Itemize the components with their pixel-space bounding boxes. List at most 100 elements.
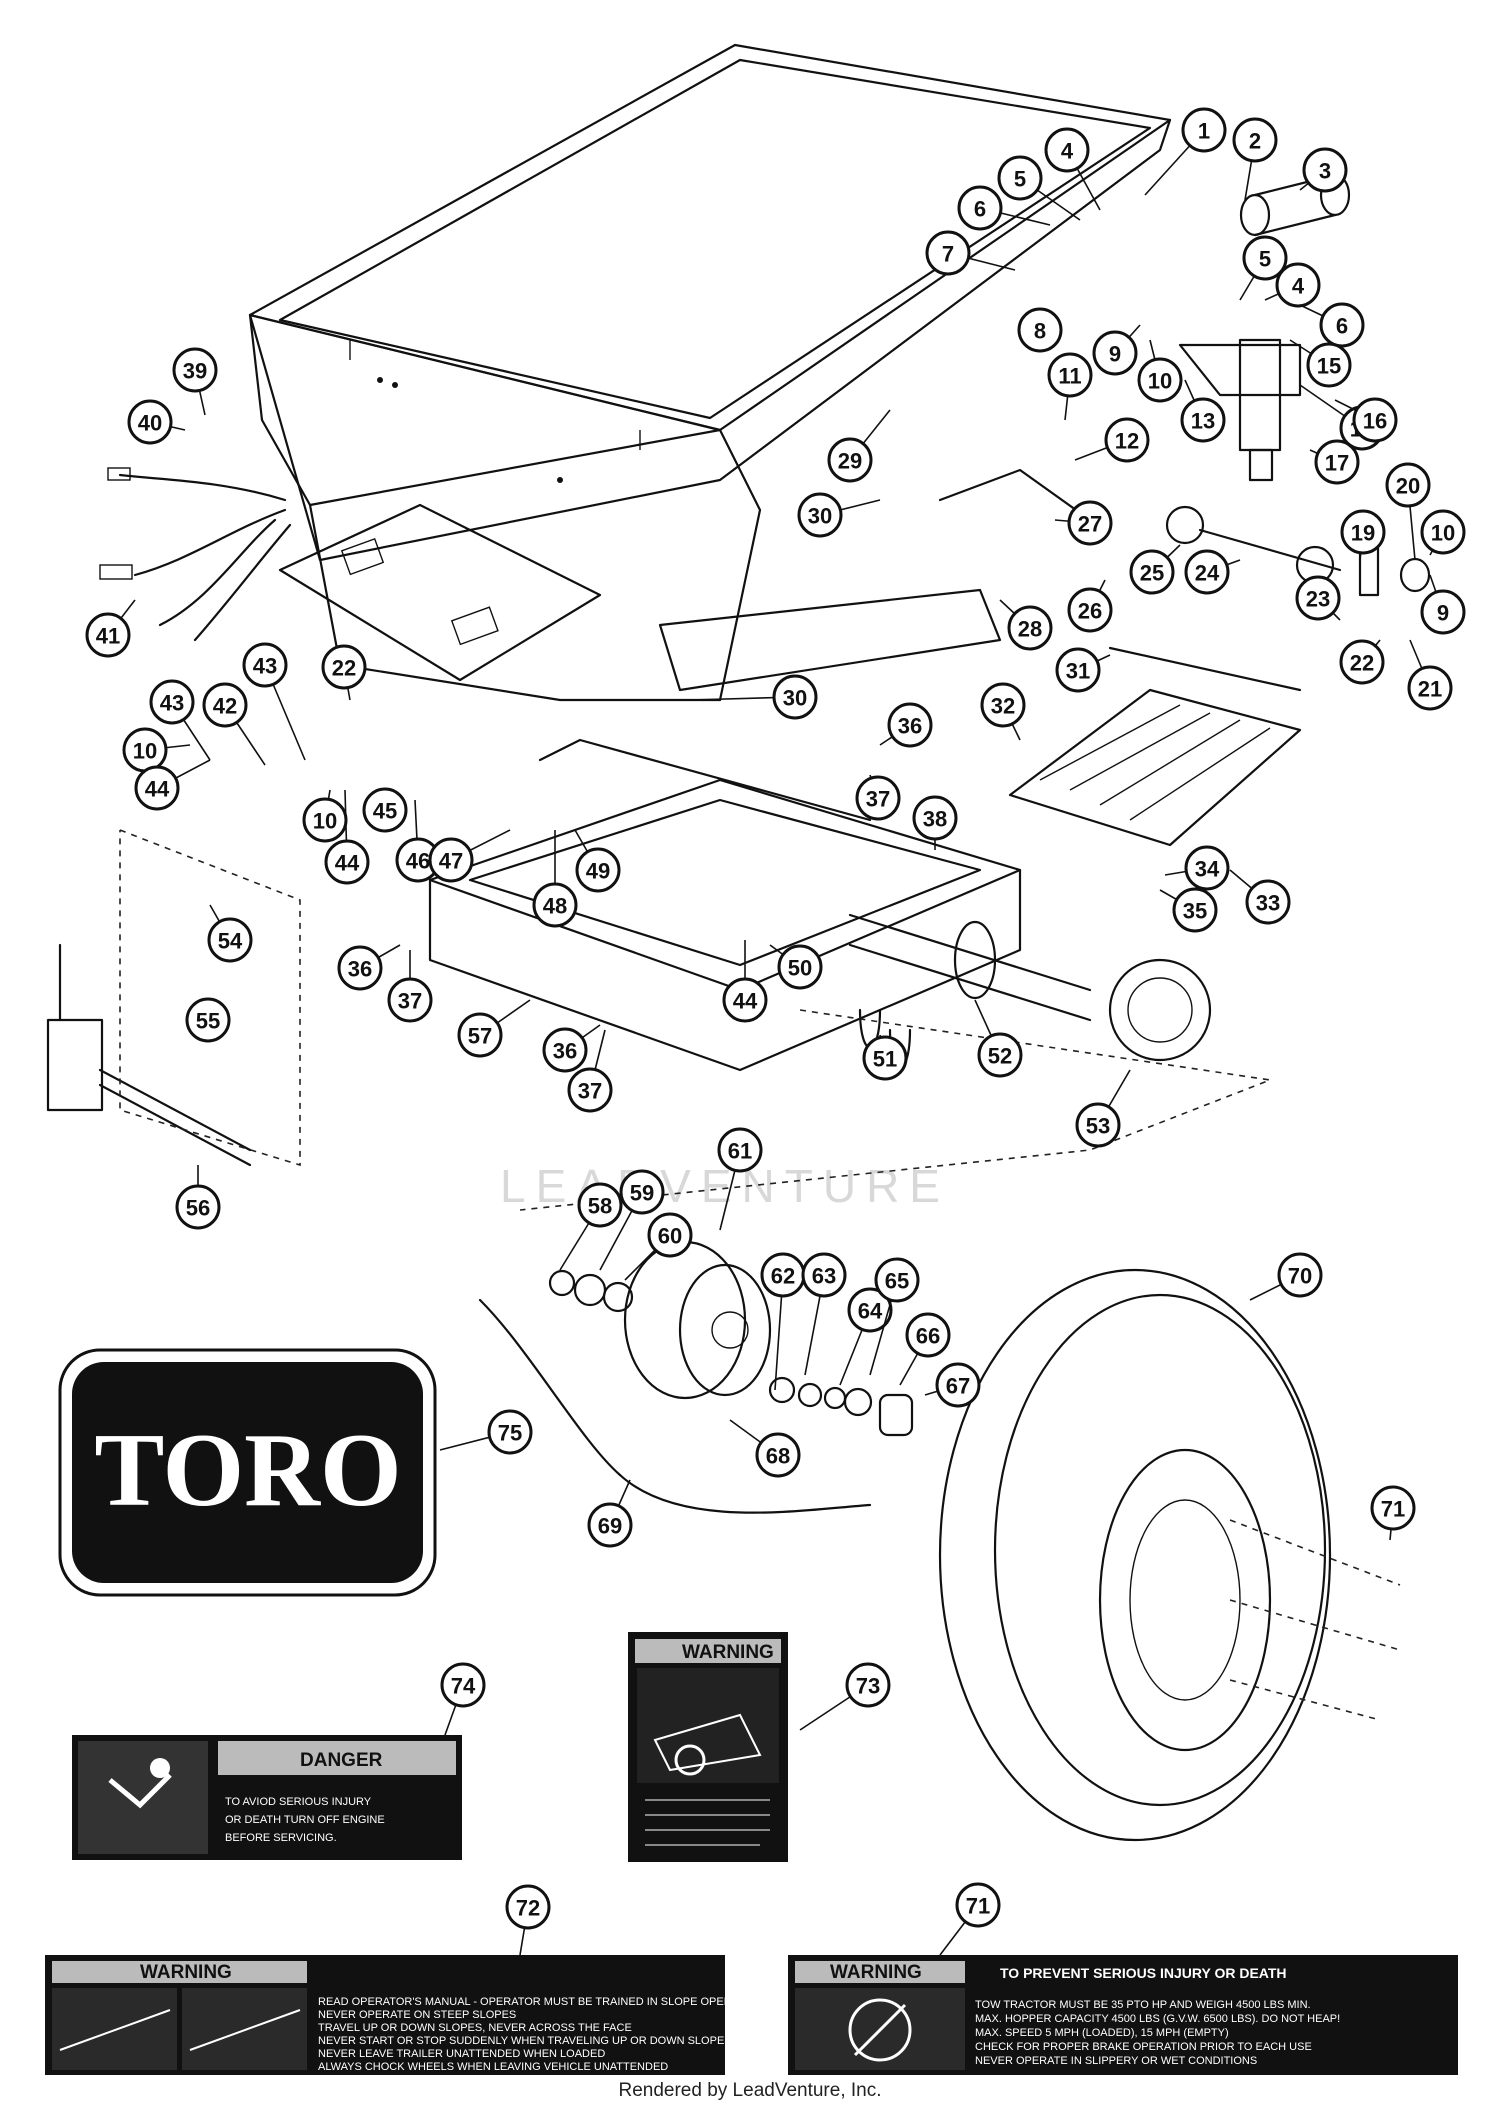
callout-circle (801, 1252, 847, 1298)
callout-number: 51 (873, 1047, 897, 1072)
callout-circle (1242, 235, 1288, 281)
callout-number: 42 (213, 694, 237, 719)
callout-circle (175, 1184, 221, 1230)
callout-circle (1295, 575, 1341, 621)
callout-39: 39 (172, 347, 218, 416)
callout-circle (202, 682, 248, 728)
warning-slope-line-2: NEVER OPERATE ON STEEP SLOPES (318, 2009, 516, 2021)
wheel-and-tire (938, 1268, 1401, 1842)
callout-number: 72 (516, 1896, 540, 1921)
callout-36: 36 (542, 1024, 601, 1073)
callout-23: 23 (1295, 575, 1341, 621)
callout-circle (440, 1662, 486, 1708)
callout-circle (242, 642, 288, 688)
callout-number: 55 (196, 1009, 220, 1034)
warning-tow-decal: WARNING TO PREVENT SERIOUS INJURY OR DEA… (788, 1955, 1458, 2075)
callout-3: 3 (1299, 147, 1348, 193)
callout-circle (321, 644, 367, 690)
callout-circle (542, 1027, 588, 1073)
callout-circle (862, 1035, 908, 1081)
warning-slope-line-6: ALWAYS CHOCK WHEELS WHEN LEAVING VEHICLE… (318, 2061, 668, 2073)
callout-circle (935, 1362, 981, 1408)
callout-number: 25 (1140, 561, 1164, 586)
callout-number: 24 (1195, 561, 1220, 586)
callout-circle (1314, 439, 1360, 485)
callout-number: 59 (630, 1181, 654, 1206)
callout-number: 6 (974, 197, 986, 222)
callout-number: 13 (1191, 409, 1215, 434)
callout-44: 44 (722, 940, 768, 1023)
callout-number: 9 (1437, 601, 1449, 626)
callout-number: 70 (1288, 1264, 1312, 1289)
callout-21: 21 (1407, 639, 1453, 711)
callout-number: 2 (1249, 129, 1261, 154)
tongue-jack (1178, 338, 1302, 482)
callout-2: 2 (1232, 117, 1278, 201)
callout-number: 36 (553, 1039, 577, 1064)
callout-number: 34 (1195, 857, 1220, 882)
callout-37: 37 (387, 950, 433, 1023)
callout-4: 4 (1044, 127, 1101, 211)
warning-tow-header: WARNING (830, 1962, 922, 1983)
callout-number: 26 (1078, 599, 1102, 624)
wiring-harness (99, 467, 292, 642)
callout-number: 22 (1350, 651, 1374, 676)
callout-13: 13 (1180, 379, 1226, 443)
warning-tow-line-3: MAX. SPEED 5 MPH (LOADED), 15 MPH (EMPTY… (975, 2027, 1229, 2039)
callout-number: 41 (96, 624, 120, 649)
callout-number: 44 (145, 777, 170, 802)
callout-52: 52 (974, 999, 1023, 1078)
callout-number: 11 (1058, 364, 1081, 389)
callout-circle (1232, 117, 1278, 163)
callout-number: 69 (598, 1514, 622, 1539)
callout-54: 54 (207, 904, 253, 963)
callout-circle (722, 977, 768, 1023)
callout-44: 44 (324, 789, 370, 885)
warning-tow-subheader: TO PREVENT SERIOUS INJURY OR DEATH (1000, 1965, 1287, 1981)
callout-circle (777, 944, 823, 990)
callout-number: 20 (1396, 474, 1420, 499)
callout-1: 1 (1144, 107, 1227, 196)
callout-circle (577, 1182, 623, 1228)
callout-number: 50 (788, 956, 812, 981)
callout-16: 16 (1334, 397, 1398, 443)
callout-circle (1370, 1485, 1416, 1531)
callout-10: 10 (1137, 339, 1183, 403)
callout-number: 19 (1351, 521, 1375, 546)
hopper (248, 43, 1172, 702)
callout-number: 61 (728, 1139, 752, 1164)
callout-number: 6 (1336, 314, 1348, 339)
callout-number: 10 (1431, 521, 1455, 546)
callout-circle (1352, 397, 1398, 443)
callout-number: 8 (1034, 319, 1046, 344)
callout-number: 36 (898, 714, 922, 739)
callout-69: 69 (587, 1479, 633, 1548)
callout-circle (912, 795, 958, 841)
danger-line-2: OR DEATH TURN OFF ENGINE (225, 1814, 385, 1826)
callout-60: 60 (624, 1212, 693, 1281)
callout-73: 73 (799, 1662, 891, 1731)
callout-circle (647, 1212, 693, 1258)
callout-74: 74 (440, 1662, 486, 1736)
callout-circle (457, 1012, 503, 1058)
warning-tow-line-4: CHECK FOR PROPER BRAKE OPERATION PRIOR T… (975, 2041, 1312, 2053)
callout-circle (1407, 665, 1453, 711)
callout-circle (1055, 647, 1101, 693)
callout-63: 63 (801, 1252, 847, 1376)
callout-number: 65 (885, 1269, 909, 1294)
footer-credit: Rendered by LeadVenture, Inc. (618, 2080, 882, 2101)
callout-59: 59 (599, 1169, 665, 1271)
callout-10: 10 (302, 789, 348, 843)
callout-22: 22 (321, 644, 367, 701)
callout-42: 42 (202, 682, 266, 766)
callout-number: 68 (766, 1444, 790, 1469)
callout-15: 15 (1289, 339, 1352, 388)
callout-circle (134, 765, 180, 811)
control-panel-plate (278, 503, 602, 682)
callout-49: 49 (574, 829, 621, 893)
callout-65: 65 (869, 1257, 920, 1376)
callout-number: 21 (1418, 677, 1442, 702)
danger-header: DANGER (300, 1750, 383, 1771)
callout-number: 63 (812, 1264, 836, 1289)
warning-slope-line-3: TRAVEL UP OR DOWN SLOPES, NEVER ACROSS T… (318, 2022, 632, 2034)
